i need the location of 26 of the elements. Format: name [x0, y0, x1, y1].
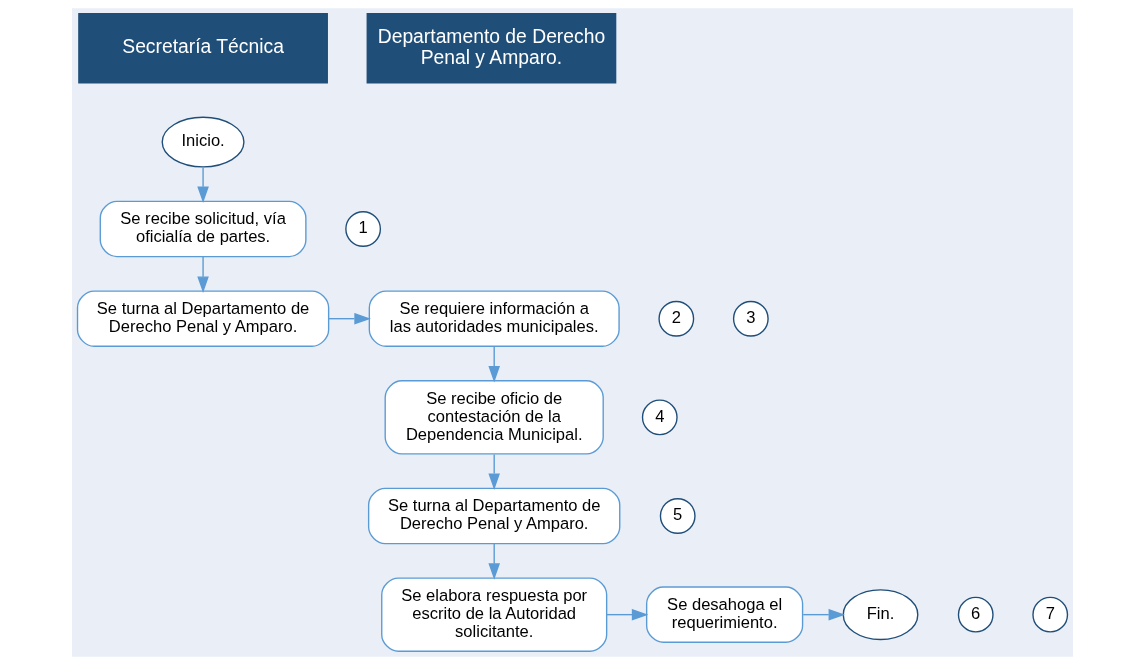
arrow: [605, 608, 648, 621]
arrow: [327, 312, 371, 325]
node-box: Se turna al Departamento de Derecho Penal y Amparo.: [76, 290, 329, 347]
arrow: [802, 608, 845, 621]
arrow: [196, 256, 209, 294]
arrow: [196, 166, 209, 204]
node-circle: 4: [641, 399, 678, 436]
node-box: Se elabora respuesta por escrito de la Autoridad solicitante.: [380, 577, 607, 652]
node-box: Se turna al Departamento de Derecho Penal y Amparo.: [367, 487, 620, 545]
node-box: Se desahoga el requerimiento.: [645, 586, 803, 643]
node-circle: 2: [657, 300, 694, 337]
node-circle: 1: [344, 211, 381, 247]
node-circle: 7: [1031, 596, 1068, 633]
arrow: [487, 346, 500, 383]
node-circle: 3: [732, 300, 769, 337]
node-box: Se recibe oficio de contestación de la Dependencia Municipal.: [384, 380, 604, 455]
node-box: Se requiere información a las autoridades municipales.: [368, 290, 620, 347]
node-box: Secretaría Técnica: [77, 13, 328, 84]
node-circle: 6: [957, 596, 994, 633]
node-ellipse: Inicio.: [161, 116, 245, 168]
node-box: Departamento de Derecho Penal y Amparo.: [366, 13, 616, 84]
node-circle: 5: [659, 498, 696, 534]
node-ellipse: Fin.: [842, 589, 918, 641]
node-box: Se recibe solicitud, vía oficialía de partes.: [99, 200, 307, 258]
arrow: [487, 453, 500, 490]
arrow: [487, 543, 500, 580]
